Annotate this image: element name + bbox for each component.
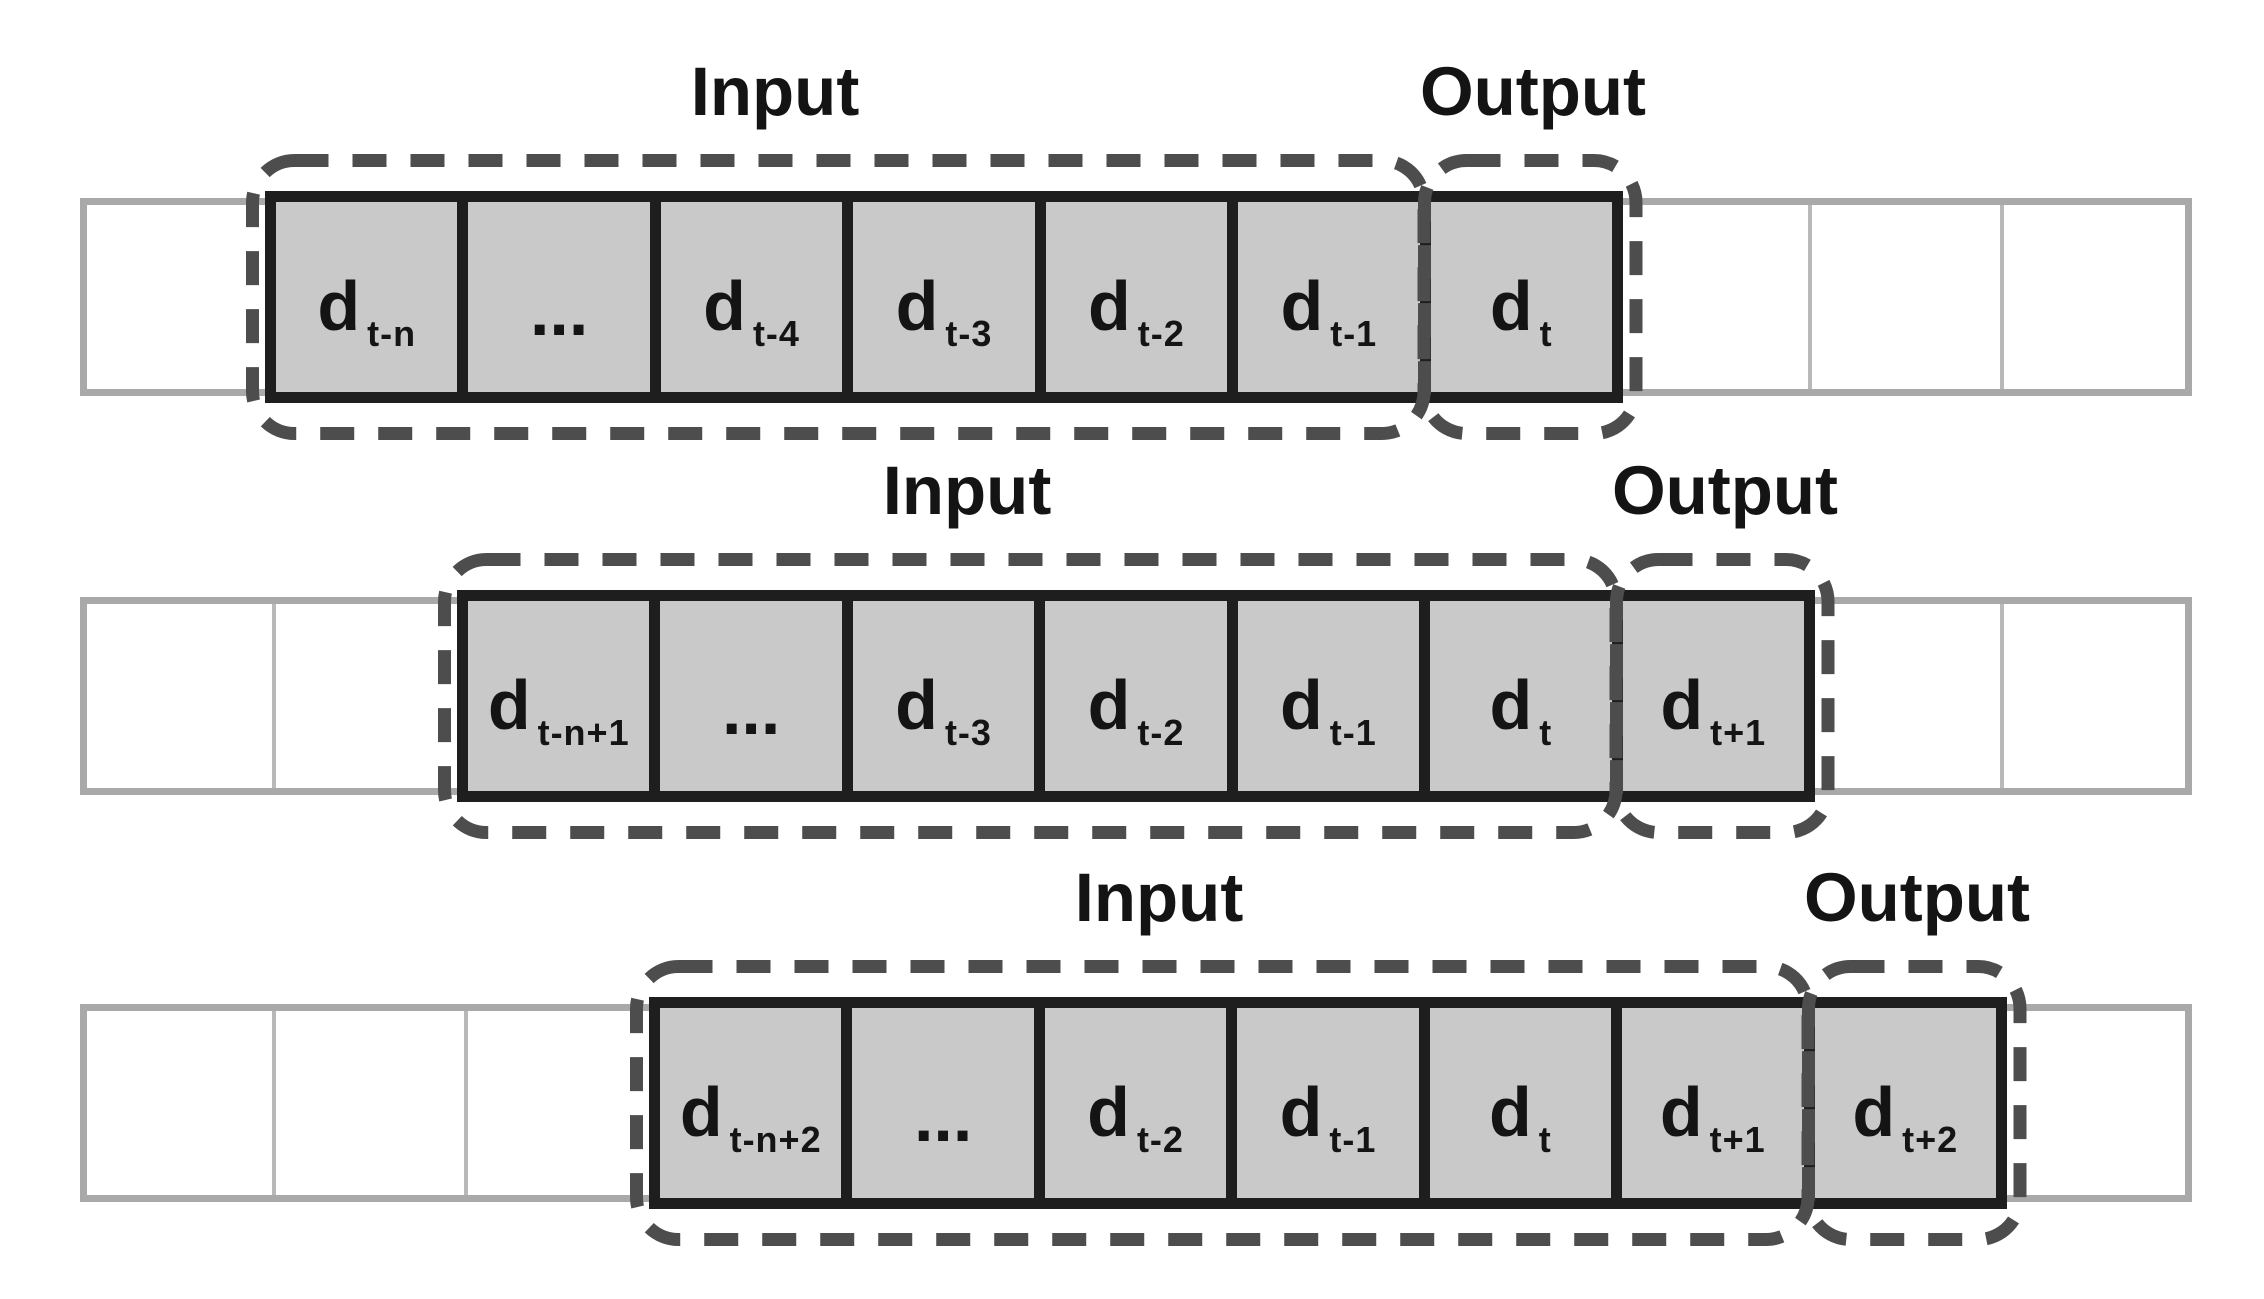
cell-symbol: d (487, 665, 531, 744)
input-label: Input (882, 452, 1052, 529)
output-label: Output (1419, 53, 1647, 130)
cell-symbol: d (1280, 266, 1324, 345)
cell-subscript: t (1538, 1118, 1552, 1160)
cell-label: ... (530, 276, 588, 346)
cell-symbol: d (1489, 1072, 1532, 1151)
cell-symbol: d (1489, 266, 1533, 345)
cell-symbol: d (1659, 1072, 1703, 1151)
output-label: Output (1803, 859, 2031, 936)
cell-symbol: d (895, 665, 938, 744)
cell-label: ... (722, 675, 780, 745)
cell-symbol: d (1489, 665, 1533, 744)
cell-symbol: d (1279, 1072, 1323, 1151)
cell-subscript: t (1539, 312, 1553, 354)
cell-subscript: t-3 (945, 312, 993, 354)
cell-symbol: d (1087, 665, 1131, 744)
cell-subscript: t-2 (1136, 1118, 1184, 1160)
cell-subscript: t-n (367, 312, 417, 354)
cell-subscript: t+1 (1709, 1118, 1766, 1160)
cell-symbol: d (1280, 665, 1323, 744)
cell-symbol: d (703, 266, 746, 345)
cell-symbol: d (1660, 665, 1704, 744)
input-window-outline (630, 960, 1815, 1246)
cell-symbol: ... (529, 272, 589, 350)
cell-symbol: ... (913, 1078, 973, 1156)
cell-subscript: t-1 (1329, 1118, 1377, 1160)
cell-symbol: d (317, 266, 361, 345)
cell-subscript: t+1 (1710, 711, 1767, 753)
input-cell: ... (468, 202, 650, 392)
input-cell: ... (852, 1008, 1034, 1198)
cell-symbol: d (895, 266, 939, 345)
cell-subscript: t-2 (1137, 711, 1185, 753)
cell-symbol: ... (721, 671, 781, 749)
input-cell: ... (660, 601, 842, 791)
input-window-outline (438, 553, 1623, 839)
cell-subscript: t-2 (1137, 312, 1185, 354)
cell-subscript: t-n+1 (537, 711, 630, 753)
cell-symbol: d (1088, 266, 1131, 345)
output-window-outline (1609, 553, 1834, 839)
output-window-outline (1417, 154, 1642, 440)
cell-symbol: d (679, 1072, 723, 1151)
cell-subscript: t (1539, 711, 1553, 753)
cell-symbol: d (1087, 1072, 1130, 1151)
cell-subscript: t-4 (752, 312, 800, 354)
output-label: Output (1611, 452, 1839, 529)
cell-subscript: t-n+2 (729, 1118, 822, 1160)
input-window-outline (246, 154, 1431, 440)
cell-subscript: t-1 (1330, 312, 1378, 354)
cell-subscript: t-1 (1329, 711, 1377, 753)
input-label: Input (1074, 859, 1244, 936)
output-window-outline (1801, 960, 2026, 1246)
cell-subscript: t-3 (944, 711, 992, 753)
cell-symbol: d (1852, 1072, 1896, 1151)
cell-label: ... (914, 1082, 972, 1152)
input-label: Input (690, 53, 860, 130)
cell-subscript: t+2 (1902, 1118, 1959, 1160)
